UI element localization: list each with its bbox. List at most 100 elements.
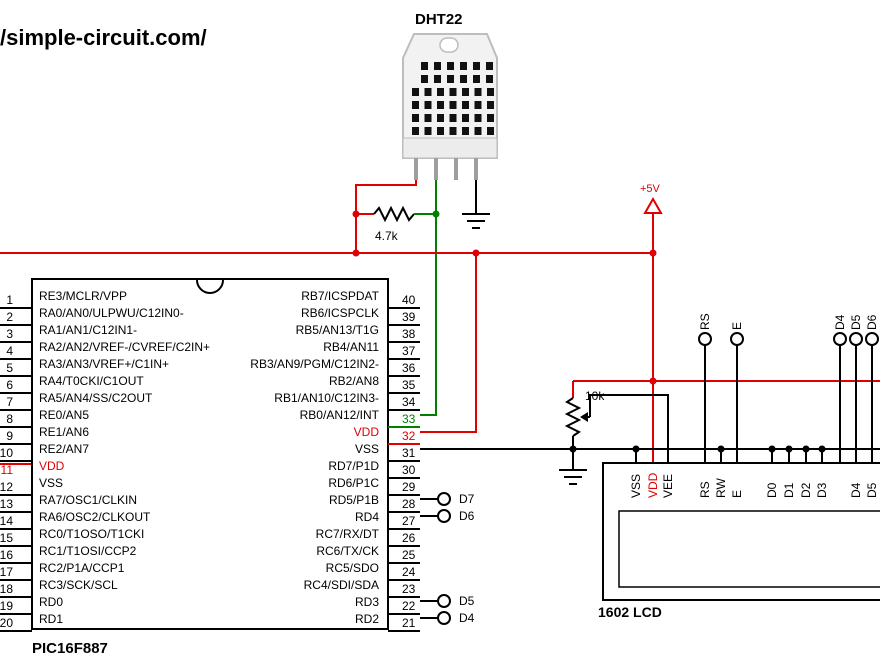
mcu-pin-8: 8 RE0/AN5 [0, 408, 89, 428]
mcu-pin-4: 4 RA2/AN2/VREF-/CVREF/C2IN+ [0, 340, 210, 360]
pin-label: VDD [39, 459, 65, 473]
pin-number: 13 [0, 497, 13, 511]
pin-label: RE2/AN7 [39, 442, 89, 456]
mcu-pin-5: 5 RA3/AN3/VREF+/C1IN+ [0, 357, 169, 377]
pin-label: RB0/AN12/INT [300, 408, 380, 422]
svg-text:D2: D2 [799, 482, 813, 498]
lcd-pin-e: E [730, 490, 744, 498]
svg-text:D5: D5 [849, 314, 863, 330]
pin-label: RA0/AN0/ULPWU/C12IN0- [39, 306, 184, 320]
pin-number: 15 [0, 531, 13, 545]
pin-label: RD5/P1B [329, 493, 379, 507]
pin-label: RB7/ICSPDAT [301, 289, 379, 303]
pin-number: 27 [402, 514, 416, 528]
pin-label: RC0/T1OSO/T1CKI [39, 527, 144, 541]
pin-number: 11 [1, 463, 14, 477]
pin-number: 29 [402, 480, 416, 494]
svg-text:VEE: VEE [661, 474, 675, 498]
lcd-pin-d3: D3 [815, 482, 829, 498]
lcd-pin-rw: RW [714, 478, 728, 498]
net-d4: D4 [420, 611, 475, 625]
contrast-potentiometer [564, 394, 669, 470]
pin-number: 8 [6, 412, 13, 426]
lcd-net-d4: D4 [833, 314, 847, 463]
pin-number: 19 [0, 599, 13, 613]
pin-number: 25 [402, 548, 416, 562]
ground-icon [462, 213, 490, 229]
mcu-chip [31, 278, 389, 630]
pin-number: 36 [402, 361, 416, 375]
lcd-net-d5: D5 [849, 314, 863, 463]
pin-number: 12 [0, 480, 13, 494]
lcd-pin-rs: RS [698, 481, 712, 498]
dht22-sensor [402, 33, 498, 180]
svg-text:RS: RS [698, 313, 712, 330]
net-d6: D6 [420, 509, 475, 523]
pin-label: RA2/AN2/VREF-/CVREF/C2IN+ [39, 340, 210, 354]
lcd-module [602, 462, 880, 601]
pin-number: 5 [6, 361, 13, 375]
lcd-pin-d5: D5 [865, 482, 879, 498]
pin-label: RD4 [355, 510, 379, 524]
pin-number: 6 [6, 378, 13, 392]
mcu-pin-31: 31 VSS [355, 442, 420, 462]
svg-text:D3: D3 [815, 482, 829, 498]
mcu-pin-3: 3 RA1/AN1/C12IN1- [0, 323, 137, 343]
svg-text:RS: RS [698, 481, 712, 498]
pin-number: 3 [6, 327, 13, 341]
mcu-pin-6: 6 RA4/T0CKI/C1OUT [0, 374, 144, 394]
lcd-pin-d1: D1 [782, 482, 796, 498]
pin-number: 21 [402, 616, 416, 630]
mcu-pin-2: 2 RA0/AN0/ULPWU/C12IN0- [0, 306, 184, 326]
pin-number: 7 [6, 395, 13, 409]
pin-label: RD1 [39, 612, 63, 626]
svg-text:VDD: VDD [646, 472, 660, 498]
pin-number: 1 [6, 293, 13, 307]
pin-label: VSS [355, 442, 379, 456]
svg-text:D4: D4 [459, 611, 475, 625]
pin-label: RB3/AN9/PGM/C12IN2- [250, 357, 379, 371]
svg-text:D7: D7 [459, 492, 475, 506]
pin-label: RE0/AN5 [39, 408, 89, 422]
pin-number: 2 [6, 310, 13, 324]
pin-label: RD2 [355, 612, 379, 626]
pin-label: RA1/AN1/C12IN1- [39, 323, 137, 337]
pin-label: RC1/T1OSI/CCP2 [39, 544, 137, 558]
mcu-name: PIC16F887 [32, 640, 108, 657]
pin-label: RA7/OSC1/CLKIN [39, 493, 137, 507]
svg-text:D5: D5 [865, 482, 879, 498]
net-d5: D5 [420, 594, 475, 608]
pin-label: RA3/AN3/VREF+/C1IN+ [39, 357, 169, 371]
mcu-pin-15: 15 RC0/T1OSO/T1CKI [0, 527, 144, 547]
pin-number: 4 [6, 344, 13, 358]
mcu-pin-27: 27 RD4 [355, 510, 420, 530]
pullup-resistor [356, 205, 436, 223]
svg-text:E: E [730, 490, 744, 498]
pin-number: 17 [0, 565, 13, 579]
mcu-pin-13: 13 RA7/OSC1/CLKIN [0, 493, 137, 513]
pin-label: VDD [354, 425, 380, 439]
lcd-pin-vdd: VDD [646, 472, 660, 498]
pin-label: RC4/SDI/SDA [304, 578, 379, 592]
lcd-net-rs: RS [698, 313, 712, 463]
pin-label: RA4/T0CKI/C1OUT [39, 374, 144, 388]
pin-label: RB6/ICSPCLK [301, 306, 379, 320]
pin-label: RD0 [39, 595, 63, 609]
pin-number: 31 [402, 446, 416, 460]
